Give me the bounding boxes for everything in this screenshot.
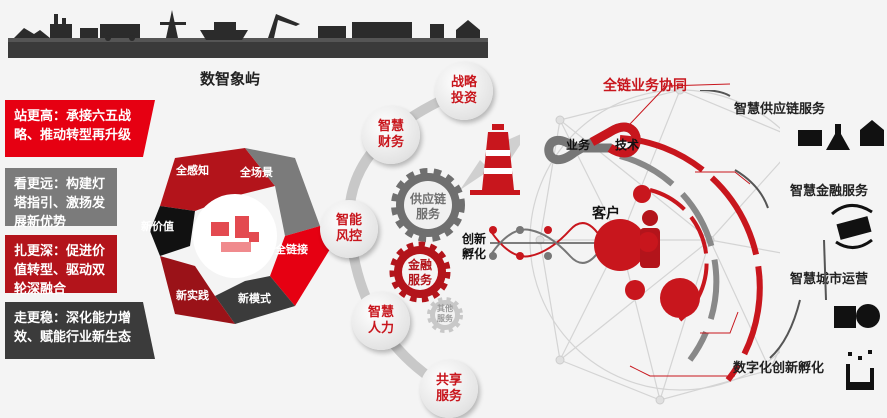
gear-label: 供应链服务 — [410, 192, 447, 221]
right-icons — [700, 90, 884, 390]
lorry-icon — [318, 26, 346, 38]
gear-other-icon — [427, 297, 463, 333]
exchange-arrow-icon — [831, 204, 873, 216]
chat-icon — [625, 280, 645, 300]
cycle-label: 全链接 — [275, 243, 308, 256]
segment-new-practice — [160, 256, 235, 324]
farm-icon — [860, 120, 884, 146]
tablet-icon — [660, 278, 700, 318]
cycle-label: 新模式 — [238, 292, 271, 305]
bubble-strategic-investment: 战略投资 — [435, 62, 493, 120]
globe-icon — [856, 304, 880, 328]
bubble-smart-hr: 智慧人力 — [352, 292, 410, 350]
segment-new-value — [150, 206, 195, 256]
cycle-label: 新价值 — [141, 220, 174, 233]
page-title: 数智象屿 — [200, 70, 261, 88]
incubation-box-icon — [846, 364, 874, 390]
incubation-label: 创新孵化 — [462, 232, 487, 261]
crane-icon — [268, 14, 300, 38]
ship-icon — [200, 22, 248, 40]
city-building-icon — [834, 306, 856, 328]
gears — [389, 168, 465, 333]
tanker-icon — [100, 24, 140, 38]
train-icon — [352, 22, 412, 38]
infinity-label-tech: 技术 — [615, 138, 640, 152]
mine-icon — [14, 28, 50, 38]
service-city-operation: 智慧城市运营 — [790, 272, 869, 287]
monitor-icon — [633, 185, 651, 203]
segment-full-perception — [160, 148, 275, 211]
cycle-label: 新实践 — [176, 289, 209, 302]
warehouse-icon — [456, 20, 480, 38]
panel-root-deeper: 扎更深：促进价值转型、驱动双轮深融合 — [5, 235, 117, 297]
segment-full-link — [270, 226, 335, 306]
building-icon — [430, 24, 444, 38]
cycle-label: 全感知 — [176, 164, 209, 177]
smart-platform-icon — [211, 216, 259, 252]
factory-icon — [50, 24, 72, 38]
flask-icon — [826, 124, 850, 150]
bubble-smart-risk-control: 智能风控 — [320, 200, 378, 258]
bubble-shared-services: 共享服务 — [420, 360, 478, 418]
service-supply-chain: 智慧供应链服务 — [734, 102, 826, 117]
industry-skyline — [8, 10, 488, 58]
panel-walk-steadier: 走更稳：深化能力增效、赋能行业新生态 — [5, 302, 155, 359]
oil-rig-icon — [160, 10, 186, 38]
gear-label: 金融服务 — [407, 258, 432, 287]
service-digital-incubation: 数字化创新孵化 — [733, 361, 825, 376]
segment-new-mode — [215, 276, 295, 324]
infinity-label-business: 业务 — [566, 138, 591, 152]
mine-cart-icon — [798, 130, 822, 146]
bubble-smart-finance: 智慧财务 — [362, 106, 420, 164]
panel-stand-higher: 站更高：承接六五战略、推动转型再升级 — [5, 100, 155, 157]
wifi-icon — [638, 232, 658, 252]
gear-label: 其他服务 — [437, 304, 453, 323]
customer-label: 客户 — [592, 206, 620, 222]
lighthouse-icon — [470, 124, 520, 195]
money-icon — [836, 216, 872, 240]
incubation-wave — [489, 222, 611, 264]
gear-supply-chain-icon — [391, 168, 465, 242]
segment-full-scenario — [245, 148, 320, 236]
gear-finance-icon — [389, 241, 451, 303]
cycle-diagram — [150, 148, 335, 324]
cycle-label: 全场景 — [240, 166, 273, 179]
panel-see-further: 看更远：构建灯塔指引、激扬发展新优势 — [5, 168, 117, 230]
synergy-title: 全链业务协同 — [603, 78, 687, 94]
truck-icon — [80, 28, 98, 38]
service-finance: 智慧金融服务 — [790, 184, 869, 199]
network-sphere — [489, 83, 780, 405]
